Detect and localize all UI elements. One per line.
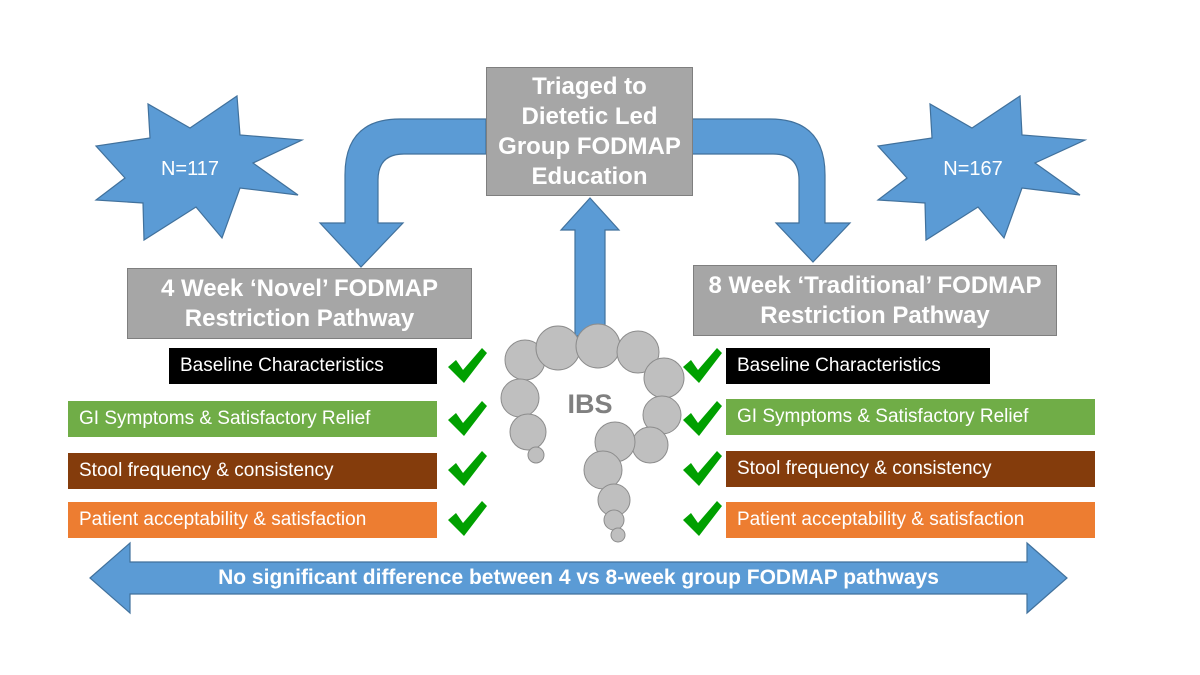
left-starburst (94, 94, 305, 242)
left-check-icon-2 (448, 401, 487, 436)
left-check-icon-3 (448, 451, 487, 486)
right-check-icon-4 (683, 501, 722, 536)
left-pathway-box: 4 Week ‘Novel’ FODMAP Restriction Pathwa… (127, 268, 472, 339)
left-check-icon-4 (448, 501, 487, 536)
left-check-icon-1 (448, 348, 487, 383)
right-curved-arrow (691, 118, 852, 263)
right-outcome-baseline: Baseline Characteristics (726, 348, 990, 384)
triage-box: Triaged to Dietetic Led Group FODMAP Edu… (486, 67, 693, 196)
ibs-label: IBS (567, 389, 613, 419)
right-outcome-stool: Stool frequency & consistency (726, 451, 1095, 487)
conclusion-text: No significant difference between 4 vs 8… (218, 566, 939, 589)
right-check-icon-1 (683, 348, 722, 383)
left-outcome-baseline: Baseline Characteristics (169, 348, 437, 384)
left-outcome-acceptability: Patient acceptability & satisfaction (68, 502, 437, 538)
right-starburst (876, 94, 1088, 242)
right-outcome-acceptability: Patient acceptability & satisfaction (726, 502, 1095, 538)
right-pathway-box: 8 Week ‘Traditional’ FODMAP Restriction … (693, 265, 1057, 336)
left-outcome-gi-symptoms: GI Symptoms & Satisfactory Relief (68, 401, 437, 437)
left-count-label: N=117 (160, 158, 219, 180)
tick-group (448, 348, 722, 536)
left-outcome-stool: Stool frequency & consistency (68, 453, 437, 489)
colon-shape (500, 323, 685, 543)
double-arrow (89, 541, 1068, 615)
right-check-icon-3 (683, 451, 722, 486)
right-outcome-gi-symptoms: GI Symptoms & Satisfactory Relief (726, 399, 1095, 435)
left-curved-arrow (318, 118, 487, 268)
up-arrow (559, 197, 621, 337)
right-check-icon-2 (683, 401, 722, 436)
right-count-label: N=167 (943, 158, 1003, 180)
